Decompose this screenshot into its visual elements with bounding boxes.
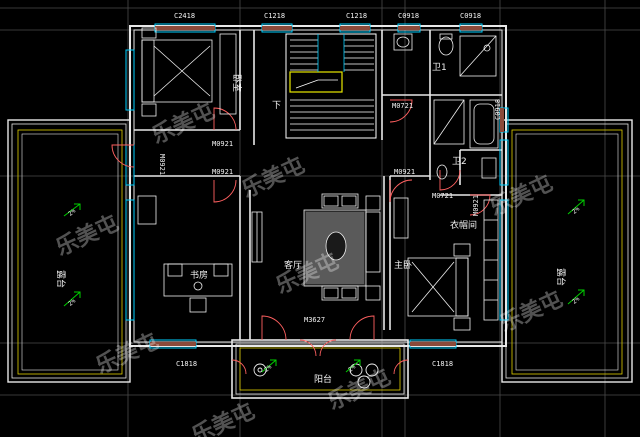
label-window-c2418: C2418 <box>174 12 195 20</box>
slope-terrace-left-top: 2% <box>67 207 77 217</box>
label-window-c0918-b: C0918 <box>460 12 481 20</box>
door-swing-m3627-left <box>261 315 287 341</box>
label-window-c1818-right: C1818 <box>432 360 453 368</box>
door-swing-bedroom <box>213 107 237 131</box>
room-label-living: 客厅 <box>284 259 302 271</box>
toilet-icon <box>438 36 454 56</box>
label-door-m3627: M3627 <box>304 316 325 324</box>
slope-balcony-right: 2% <box>347 363 357 373</box>
door-swing-closet <box>469 194 491 216</box>
study-furniture <box>137 195 233 313</box>
bedroom-furniture <box>141 27 237 117</box>
room-label-bath2: 卫2 <box>452 157 467 167</box>
door-swing-study <box>213 179 237 203</box>
staircase <box>285 33 377 139</box>
bathtub-icon <box>469 99 499 149</box>
wall-accents <box>150 26 504 346</box>
label-door-m0921-left: M0921 <box>158 154 166 175</box>
room-label-study: 书房 <box>190 269 208 281</box>
label-door-m0921-closet: M0921 <box>472 195 480 216</box>
room-label-bedroom: 卧室 <box>231 74 243 92</box>
label-door-m0921-study: M0921 <box>212 168 233 176</box>
room-label-balcony: 阳台 <box>314 373 332 385</box>
room-label-terrace-left: 露台 <box>55 270 67 288</box>
label-window-c0918-right: C0918 <box>494 99 502 120</box>
sofa-top <box>321 193 359 209</box>
desk-icon <box>163 263 233 297</box>
shower-icon <box>459 35 497 77</box>
interior-walls <box>134 30 502 340</box>
exterior-walls <box>129 25 507 347</box>
living-furniture <box>251 193 381 301</box>
chair-icon <box>189 297 207 313</box>
bath2-fixtures <box>433 99 499 180</box>
master-furniture <box>393 197 471 331</box>
sofa-bottom <box>321 285 359 301</box>
coffee-table-icon <box>325 231 347 261</box>
sofa-right <box>365 211 381 273</box>
sink2-icon <box>481 157 497 179</box>
label-door-m0721-bath2: M0721 <box>432 192 453 200</box>
label-window-c0918-a: C0918 <box>398 12 419 20</box>
sink-icon <box>393 33 413 51</box>
slope-terrace-right-top: 2% <box>571 205 581 215</box>
slope-arrows <box>63 199 585 373</box>
balcony-outline <box>231 339 409 399</box>
label-door-m0721-bath1: M0721 <box>392 102 413 110</box>
stair-rail <box>289 71 343 93</box>
door-swing-left <box>111 144 135 168</box>
room-label-terrace-right: 露台 <box>555 268 567 286</box>
label-door-m0921-master: M0921 <box>394 168 415 176</box>
door-swing-m3627-right <box>349 315 375 341</box>
closet-racks <box>483 199 499 321</box>
label-window-c1818-left: C1818 <box>176 360 197 368</box>
room-label-bath1: 卫1 <box>432 63 447 73</box>
room-label-master-bedroom: 主卧 <box>394 259 412 271</box>
door-swings <box>111 99 491 375</box>
label-window-c1218-b: C1218 <box>346 12 367 20</box>
slope-balcony-left: 2% <box>263 363 273 373</box>
room-label-closet: 衣帽间 <box>450 219 477 231</box>
shower2-icon <box>433 99 465 145</box>
label-window-c1218-a: C1218 <box>264 12 285 20</box>
plant-icon <box>253 363 267 377</box>
door-swing-bath2 <box>439 169 461 191</box>
stair-down-marker: 下 <box>272 101 281 111</box>
slope-terrace-right-bottom: 2% <box>571 295 581 305</box>
door-swing-bath1 <box>389 99 413 123</box>
door-swing-master <box>389 179 413 203</box>
label-door-m0921-bedroom: M0921 <box>212 140 233 148</box>
bath1-fixtures <box>393 33 497 77</box>
slope-terrace-left-bottom: 2% <box>67 297 77 307</box>
